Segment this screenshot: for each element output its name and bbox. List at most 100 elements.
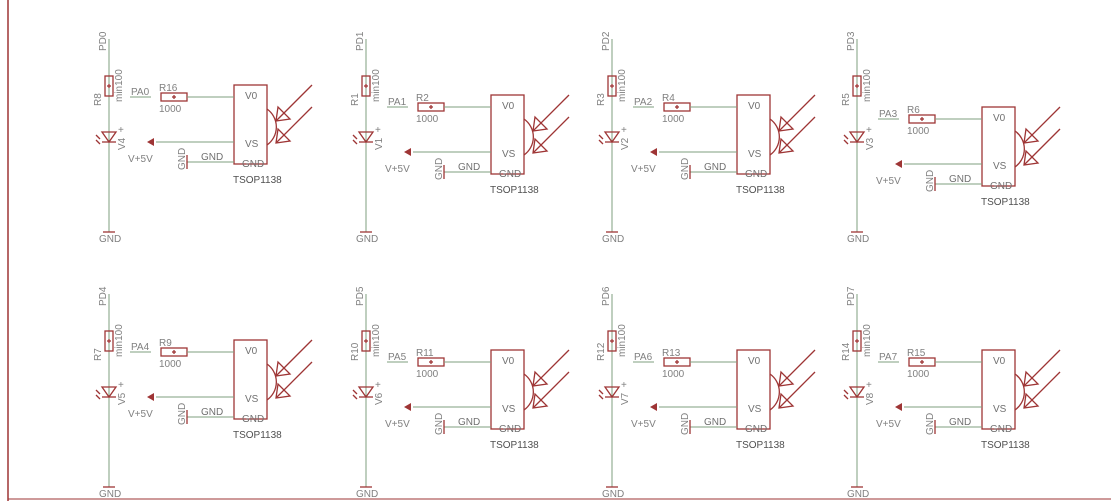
receiver-part-name: TSOP1138	[233, 430, 282, 441]
receiver-part-name: TSOP1138	[736, 185, 785, 196]
pin-label-gnd: GND	[242, 159, 264, 170]
pullup-resistor-name: R8	[93, 93, 104, 106]
pullup-resistor	[361, 330, 371, 352]
supply-net-label: V+5V	[385, 419, 410, 430]
pullup-resistor	[361, 75, 371, 97]
led-plus-mark: +	[375, 380, 381, 391]
led-name: V7	[620, 392, 631, 405]
pullup-resistor-name: R14	[841, 342, 852, 361]
pin-label-gnd: GND	[499, 424, 521, 435]
gnd-pin-label: GND	[201, 152, 223, 163]
led-light-arrow	[352, 134, 358, 140]
series-resistor-name: R9	[159, 338, 172, 349]
led-light-arrow	[843, 139, 849, 145]
gnd-pin-label: GND	[949, 417, 971, 428]
led-light-arrow	[95, 389, 101, 395]
pin-label-vo: V0	[993, 113, 1006, 124]
supply-arrow	[895, 160, 902, 168]
led-light-arrow	[843, 389, 849, 395]
series-resistor-name: R13	[662, 348, 681, 359]
pa-net-label: PA7	[879, 352, 898, 363]
gnd-pin-net-label: GND	[680, 413, 691, 435]
series-resistor-value: 1000	[159, 359, 182, 370]
led-diode	[603, 386, 621, 399]
ir-arrow-shaft	[532, 349, 570, 387]
pa-net-label: PA4	[131, 342, 150, 353]
pin-label-gnd: GND	[499, 169, 521, 180]
ir-arrow-head	[275, 382, 292, 399]
ir-arrow-head	[1023, 149, 1040, 166]
led-name: V4	[117, 137, 128, 150]
pa-net-label: PA1	[388, 97, 407, 108]
ir-arrow-head	[778, 137, 795, 154]
pd-net-label: PD0	[98, 31, 109, 51]
led-plus-mark: +	[375, 125, 381, 136]
pin-label-gnd: GND	[745, 169, 767, 180]
ir-receiver-body	[490, 94, 525, 175]
gnd-net-label: GND	[99, 234, 121, 245]
supply-arrow	[650, 403, 657, 411]
pin-label-gnd: GND	[745, 424, 767, 435]
ir-arrow-head	[1023, 370, 1040, 387]
pin-label-vo: V0	[502, 101, 515, 112]
pullup-resistor	[104, 330, 114, 352]
supply-arrow	[147, 393, 154, 401]
supply-arrow	[404, 148, 411, 156]
ir-receiver-dome	[1014, 130, 1025, 168]
receiver-part-name: TSOP1138	[490, 440, 539, 451]
receiver-part-name: TSOP1138	[981, 197, 1030, 208]
pullup-resistor-value: min100	[617, 324, 628, 357]
ir-arrow-head	[532, 370, 549, 387]
led-diode	[848, 131, 866, 144]
supply-net-label: V+5V	[631, 164, 656, 175]
ir-arrow-head	[532, 137, 549, 154]
led-light-arrow	[843, 134, 849, 140]
pin-label-vs: VS	[748, 404, 762, 415]
ir-receiver-dome	[769, 373, 780, 411]
pullup-resistor-value: min100	[862, 69, 873, 102]
ir-arrow-shaft	[275, 84, 313, 122]
ir-arrow-head	[532, 115, 549, 132]
pullup-resistor	[104, 75, 114, 97]
gnd-pin-net-label: GND	[434, 158, 445, 180]
pin-label-vs: VS	[993, 404, 1007, 415]
led-name: V5	[117, 392, 128, 405]
supply-net-label: V+5V	[876, 176, 901, 187]
led-plus-mark: +	[866, 380, 872, 391]
ir-arrow-shaft	[275, 339, 313, 377]
ir-arrow-shaft	[1023, 349, 1061, 387]
led-diode	[100, 386, 118, 399]
supply-net-label: V+5V	[876, 419, 901, 430]
supply-net-label: V+5V	[128, 409, 153, 420]
ir-receiver-body	[490, 349, 525, 430]
supply-arrow	[404, 403, 411, 411]
gnd-net-label: GND	[602, 489, 624, 500]
led-light-arrow	[352, 389, 358, 395]
supply-arrow	[147, 138, 154, 146]
supply-net-label: V+5V	[631, 419, 656, 430]
receiver-part-name: TSOP1138	[981, 440, 1030, 451]
gnd-net-label: GND	[602, 234, 624, 245]
ir-receiver-dome	[266, 108, 277, 146]
led-plus-mark: +	[118, 380, 124, 391]
gnd-pin-net-label: GND	[434, 413, 445, 435]
pullup-resistor-name: R1	[350, 93, 361, 106]
pd-net-label: PD7	[846, 286, 857, 306]
pullup-resistor	[607, 330, 617, 352]
gnd-net-label: GND	[356, 489, 378, 500]
led-plus-mark: +	[866, 125, 872, 136]
pd-net-label: PD4	[98, 286, 109, 306]
pin-label-vo: V0	[502, 356, 515, 367]
pin-label-vs: VS	[748, 149, 762, 160]
ir-arrow-head	[275, 360, 292, 377]
supply-net-label: V+5V	[385, 164, 410, 175]
led-name: V6	[374, 392, 385, 405]
supply-arrow	[895, 403, 902, 411]
pullup-resistor-value: min100	[371, 69, 382, 102]
led-light-arrow	[598, 134, 604, 140]
series-resistor-name: R16	[159, 83, 178, 94]
